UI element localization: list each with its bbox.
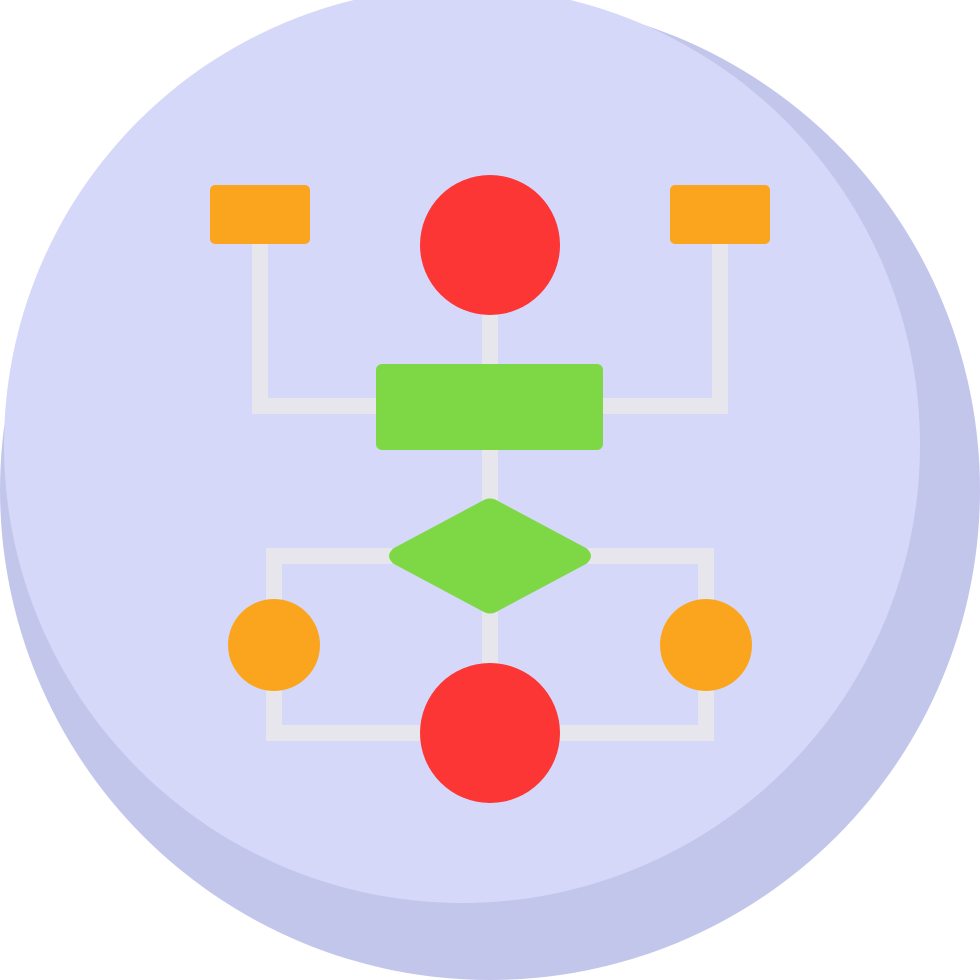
io-node-right: [660, 599, 752, 691]
start-node: [420, 175, 560, 315]
io-node-left: [228, 599, 320, 691]
io-box-top-right: [670, 185, 770, 244]
end-node: [420, 663, 560, 803]
process-box: [376, 364, 603, 450]
connector-top-right: [600, 240, 728, 414]
decision-diamond: [389, 498, 591, 614]
io-box-top-left: [210, 185, 310, 244]
connector-top-left: [252, 240, 380, 414]
